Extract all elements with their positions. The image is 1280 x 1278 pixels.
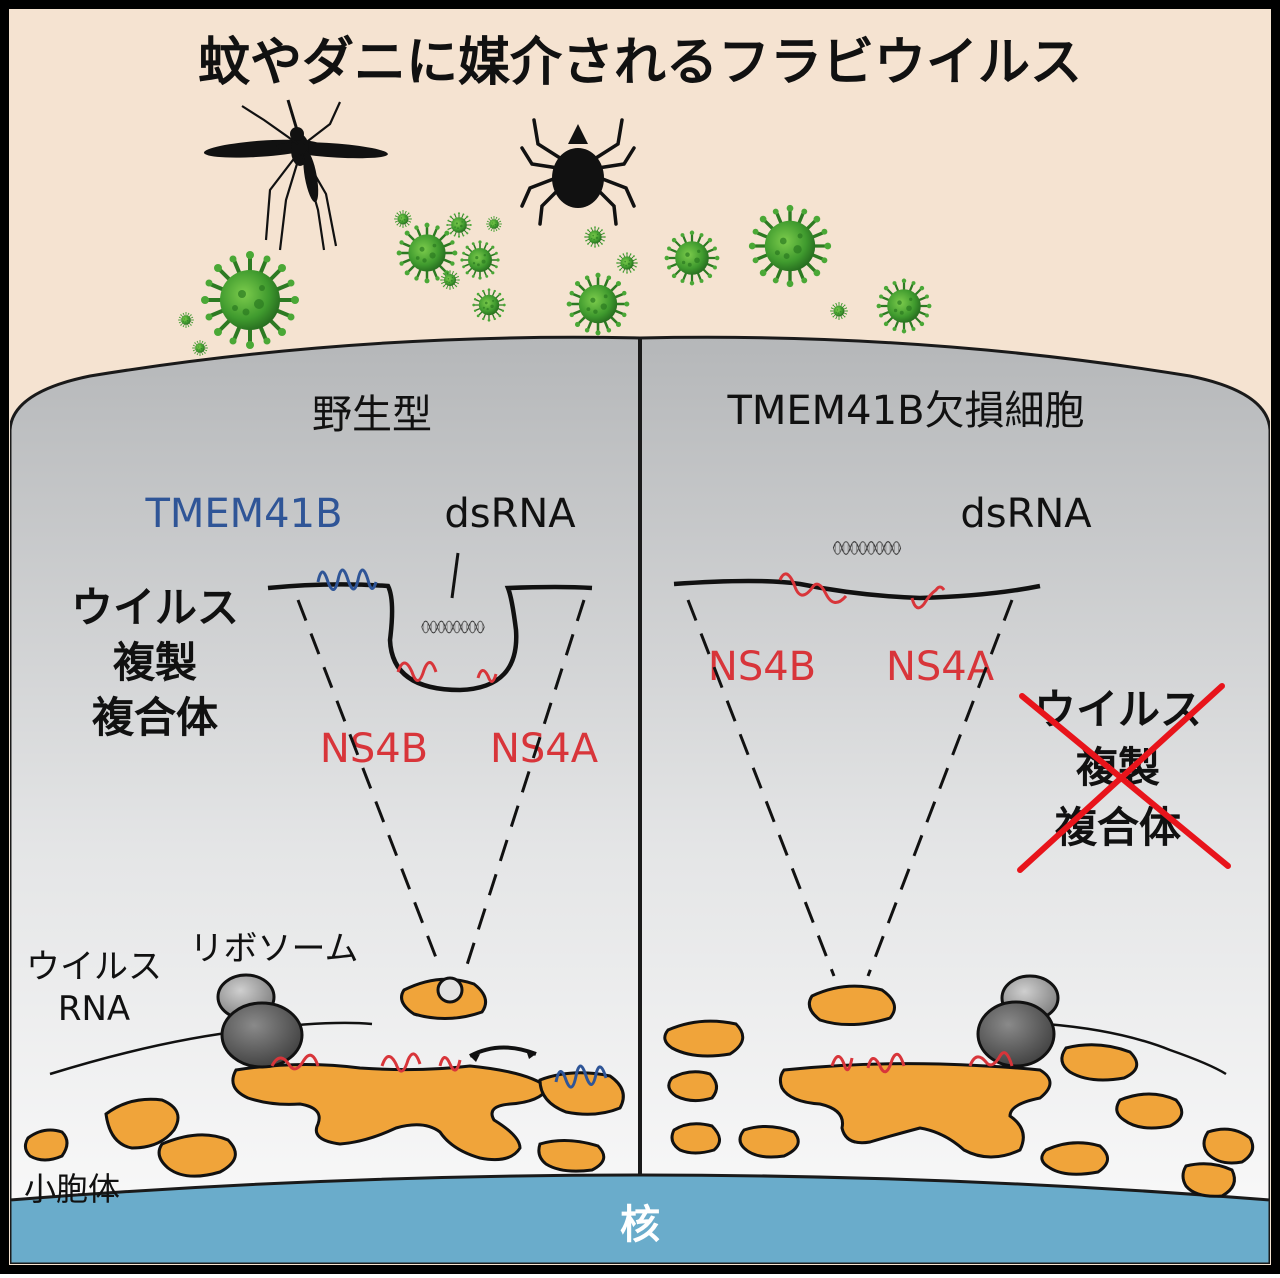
right-ns4b-label: NS4B [708,644,816,690]
virus-icon [394,210,412,228]
left-ns4a-label: NS4A [490,726,599,772]
svg-text:RNA: RNA [58,989,130,1029]
left-complex-label: ウイルス 複製 複合体 [71,583,239,742]
left-er-membrane [267,552,593,693]
svg-text:ウイルス: ウイルス [26,947,162,987]
virus-icon [200,250,300,350]
right-er-membrane [673,541,1041,610]
svg-text:複製: 複製 [113,638,197,687]
left-zoom-lines [296,599,586,969]
cross-mark [1017,683,1231,873]
left-tmem41b-protein [554,1064,608,1089]
left-er-blobs [23,977,625,1178]
left-ns4b-label: NS4B [320,726,428,772]
virus-icon [566,272,630,336]
right-heading: TMEM41B欠損細胞 [726,388,1084,434]
left-heading: 野生型 [312,392,432,438]
left-vesicle-label: 小胞体 [24,1170,120,1208]
nucleus-label: 核 [620,1202,660,1248]
left-vesicle [436,976,464,1004]
virus-icon [616,252,638,274]
ribosome-icon [976,974,1060,1068]
right-ns4a-protein [830,1055,854,1072]
virus-icon [472,288,506,322]
virus-icon [440,270,460,290]
left-ns4a-protein [438,1056,462,1072]
right-dsrna-label: dsRNA [960,491,1092,537]
right-zoom-lines [686,599,1014,977]
left-ns4b-protein [380,1052,422,1073]
virus-icon [748,204,832,288]
nucleus [10,1173,1270,1264]
svg-text:ウイルス: ウイルス [71,583,239,632]
right-ns4b-protein [866,1052,906,1074]
mosquito-icon [203,99,388,251]
virus-icon [830,302,848,320]
right-polyprotein [968,1051,1014,1067]
virus-icon [178,312,194,328]
right-ns4a-label: NS4A [886,644,995,690]
virus-icon [486,216,502,232]
virus-icon [460,240,500,280]
title: 蚊やダニに媒介されるフラビウイルス [198,33,1082,93]
ribosome-icon [216,973,304,1069]
virus-icon [664,230,720,286]
left-viral-rna-label: ウイルス RNA [26,947,162,1029]
left-polyprotein [270,1053,320,1071]
virus-icon [192,340,208,356]
left-ribosome-label: リボソーム [190,929,359,969]
virus-icon [584,226,606,248]
right-viral-rna [1045,1022,1227,1076]
tick-icon [520,118,636,226]
virus-icon [876,278,932,334]
left-tmem41b-label: TMEM41B [144,491,342,537]
left-dsrna-label: dsRNA [444,491,576,537]
virus-icon [446,212,472,238]
right-er-blobs [663,984,1255,1198]
svg-text:複合体: 複合体 [92,693,218,742]
